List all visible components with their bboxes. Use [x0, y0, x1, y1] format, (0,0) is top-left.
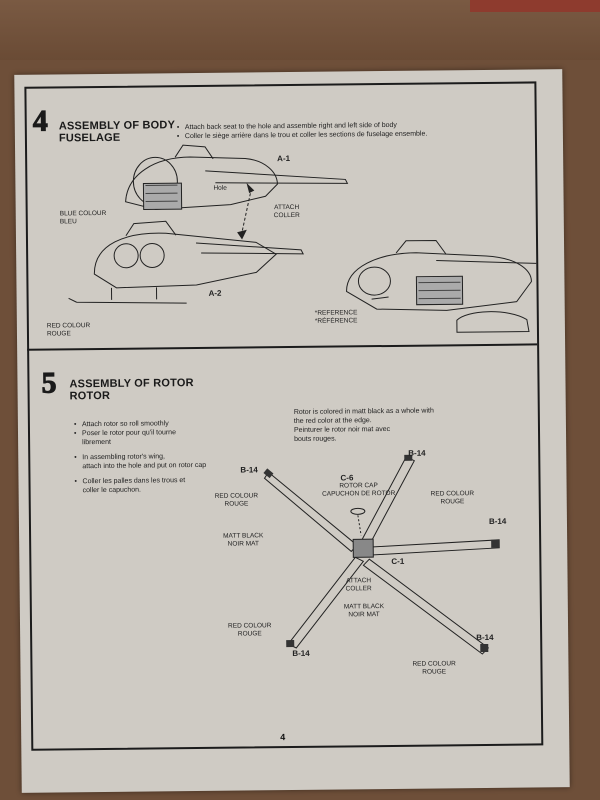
- rotor-cap: [350, 507, 366, 515]
- step-4-drawing: [68, 144, 537, 333]
- red-cover-strip: [470, 0, 600, 12]
- instruction-sheet: 4 ASSEMBLY OF BODY FUSELAGE •Attach back…: [14, 69, 570, 793]
- rotor-hub: [352, 538, 374, 558]
- rotor-blade-lower-right: [362, 558, 490, 655]
- page-number: 4: [277, 732, 289, 743]
- part-b14-label-4: B-14: [292, 648, 310, 659]
- part-b14-label-3: B-14: [488, 516, 507, 526]
- part-c1-label: C-1: [391, 556, 405, 566]
- part-c6-label: C-6: [340, 473, 354, 483]
- part-b14-label-1: B-14: [240, 465, 258, 475]
- rotor-drawing: [263, 454, 500, 655]
- rotor-blade-right: [366, 539, 500, 556]
- part-b14-label-5: B-14: [476, 632, 494, 643]
- rotor-blade-top: [360, 456, 416, 546]
- rotor-blade-lower-left: [287, 556, 365, 649]
- part-b14-label-2: B-14: [408, 448, 426, 458]
